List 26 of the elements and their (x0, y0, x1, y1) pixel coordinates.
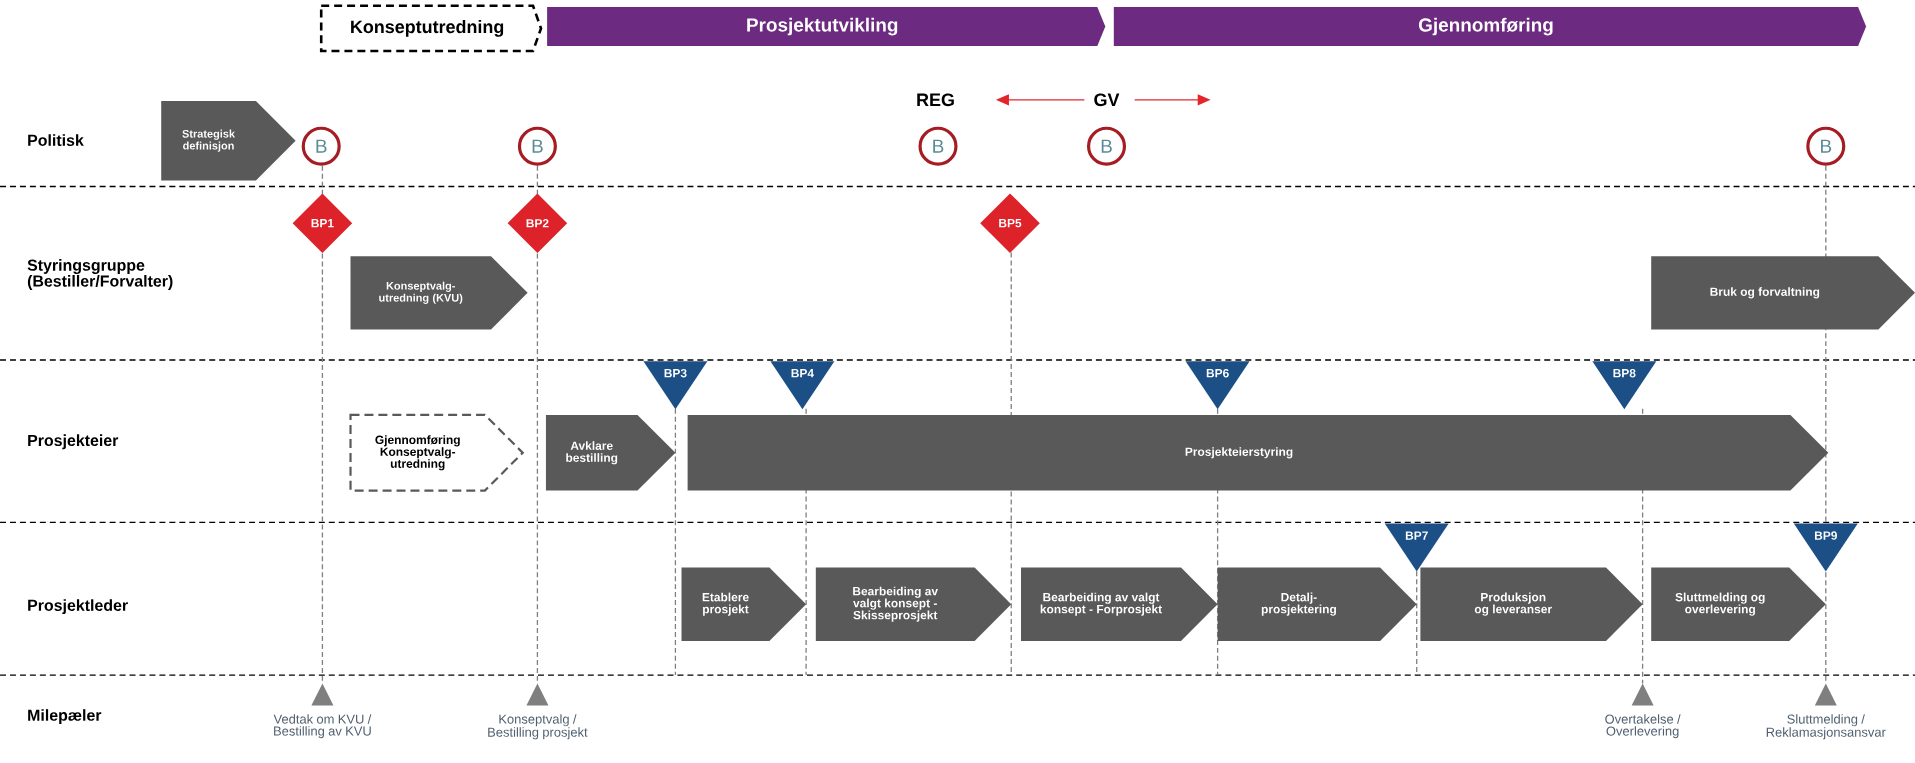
phase-bar: Gjennomføring (1113, 7, 1867, 47)
process-step: Detalj-prosjektering (1217, 567, 1417, 641)
row-label: Prosjekteier (28, 434, 119, 450)
process-step: Gjennomføring Konseptvalg-utredning (349, 413, 525, 492)
milestone-label: Overtakelse / Overlevering (1605, 714, 1681, 739)
row-label: Styringsgruppe (Bestiller/Forvalter) (27, 259, 173, 290)
process-step: Bearbeiding av valgt konsept - Skisseprosjekt (815, 567, 1012, 641)
process-step: Bruk og forvaltning (1651, 256, 1915, 330)
milestone-label: Vedtak om KVU / Bestilling av KVU (273, 714, 372, 739)
process-step: Bearbeiding av valgt konsept - Forprosjekt (1021, 567, 1218, 641)
process-step: Avklare bestilling (545, 414, 676, 491)
process-step: Etablere prosjekt (681, 567, 807, 641)
process-step: Strategisk definisjon (161, 101, 296, 181)
phase-box: Konseptutredning (319, 4, 543, 53)
phase-bar: Prosjektutvikling (547, 7, 1106, 47)
process-step: Sluttmelding og overlevering (1651, 567, 1826, 641)
row-label: Milepæler (28, 709, 102, 724)
milestone-label: Konseptvalg / Bestilling prosjekt (488, 714, 588, 740)
row-label: Prosjektleder (28, 599, 128, 615)
process-step: Produksjon og leveranser (1420, 567, 1643, 641)
process-step: Prosjekteierstyring (687, 414, 1829, 491)
process-step: Konseptvalg-utredning (KVU) (350, 256, 528, 330)
phase-label: REG (917, 93, 954, 107)
row-label: Politisk (28, 134, 84, 146)
milestone-label: Sluttmelding / Reklamasjonsansvar (1766, 714, 1886, 740)
phase-label: GV (1094, 93, 1120, 107)
